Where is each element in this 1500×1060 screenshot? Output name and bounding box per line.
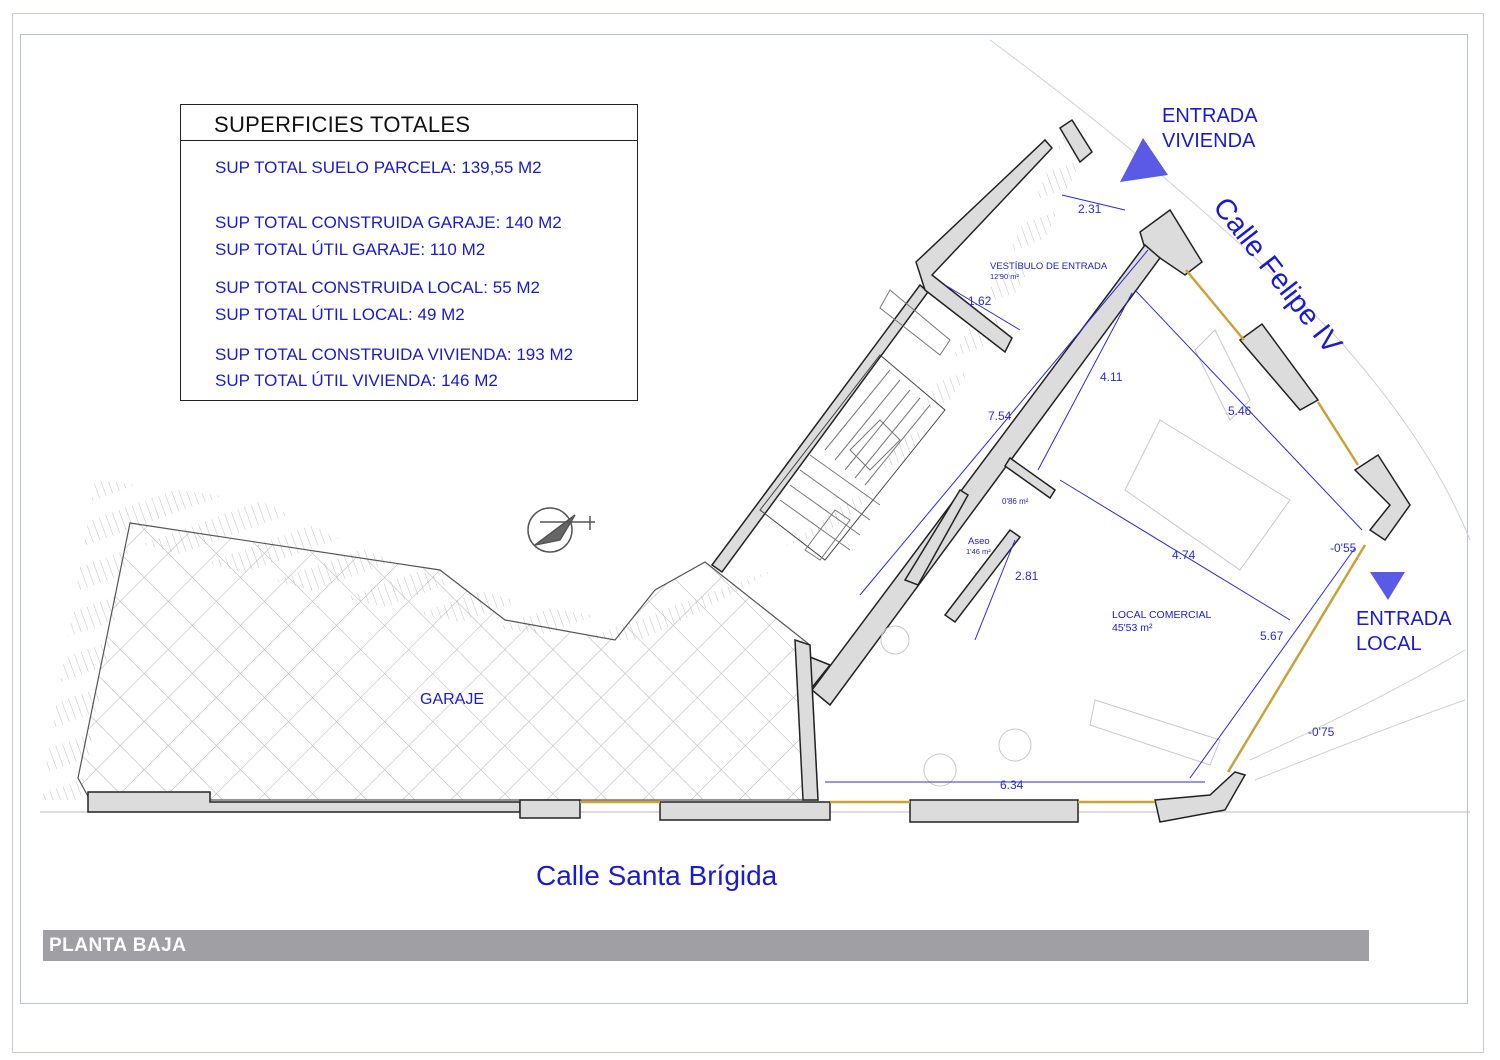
legend-line-vivienda-util: SUP TOTAL ÚTIL VIVIENDA: 146 M2: [215, 371, 498, 390]
legend-line-vivienda-construida: SUP TOTAL CONSTRUIDA VIVIENDA: 193 M2: [215, 345, 574, 364]
building-walls: [87, 118, 1411, 823]
legend-line-parcela: SUP TOTAL SUELO PARCELA: 139,55 M2: [215, 158, 542, 177]
legend-line-local-construida: SUP TOTAL CONSTRUIDA LOCAL: 55 M2: [215, 278, 540, 297]
dimension-lines: [825, 194, 1363, 783]
entrada-vivienda-label-1: ENTRADA: [1162, 105, 1258, 127]
legend-title: SUPERFICIES TOTALES: [181, 105, 637, 141]
outer-sheet-border: [12, 13, 1484, 1053]
drawing-frame: [20, 34, 1468, 1004]
garage-area: [77, 522, 819, 801]
dimension-5-67: 5.67: [1260, 629, 1284, 643]
garaje-label: GARAJE: [420, 691, 484, 708]
local-furniture: [880, 329, 1291, 787]
entrada-vivienda-label-2: VIVIENDA: [1162, 130, 1256, 152]
level-minus-0-55: -0'55: [1330, 541, 1357, 555]
street-label-brigida: Calle Santa Brígida: [536, 860, 778, 891]
entrada-vivienda-arrow-icon: [1120, 138, 1168, 182]
dimension-5-46: 5.46: [1228, 404, 1252, 418]
local-label: LOCAL COMERCIAL: [1112, 609, 1212, 621]
dimension-4-11: 4.11: [1100, 370, 1123, 384]
vestibulo-area: 12'90 m²: [990, 272, 1019, 281]
legend-line-local-util: SUP TOTAL ÚTIL LOCAL: 49 M2: [215, 305, 465, 324]
dimension-4-74: 4.74: [1172, 548, 1196, 562]
surfaces-legend: SUPERFICIES TOTALES SUP TOTAL SUELO PARC…: [180, 104, 638, 401]
aseo-area: 1'46 m²: [966, 547, 991, 556]
entrada-local-label-2: LOCAL: [1356, 633, 1422, 655]
dimension-7-54: 7.54: [988, 409, 1012, 423]
dimension-1-62: 1.62: [968, 294, 992, 308]
north-compass-icon: [527, 507, 595, 553]
sheet-title-bar: PLANTA BAJA: [43, 930, 1369, 961]
terrain-slope-hatching: [40, 39, 1471, 800]
entrada-local-label-1: ENTRADA: [1356, 608, 1452, 630]
level-minus-0-75: -0'75: [1308, 725, 1335, 739]
dimension-2-81: 2.81: [1015, 569, 1039, 583]
legend-line-garaje-construida: SUP TOTAL CONSTRUIDA GARAJE: 140 M2: [215, 213, 562, 232]
glazing-lines: [580, 269, 1367, 804]
passage-area: 0'86 m²: [1002, 497, 1029, 506]
entrada-local-arrow-icon: [1370, 572, 1405, 600]
sheet-title: PLANTA BAJA: [49, 935, 187, 956]
vestibulo-label: VESTÍBULO DE ENTRADA: [990, 261, 1108, 272]
local-area: 45'53 m²: [1112, 622, 1153, 634]
staircase: [759, 289, 951, 561]
legend-line-garaje-util: SUP TOTAL ÚTIL GARAJE: 110 M2: [215, 240, 486, 259]
dimension-2-31: 2.31: [1078, 202, 1102, 216]
aseo-label: Aseo: [968, 536, 990, 547]
street-label-felipe: Calle Felipe IV: [1206, 192, 1348, 361]
dimension-6-34: 6.34: [1000, 778, 1024, 792]
